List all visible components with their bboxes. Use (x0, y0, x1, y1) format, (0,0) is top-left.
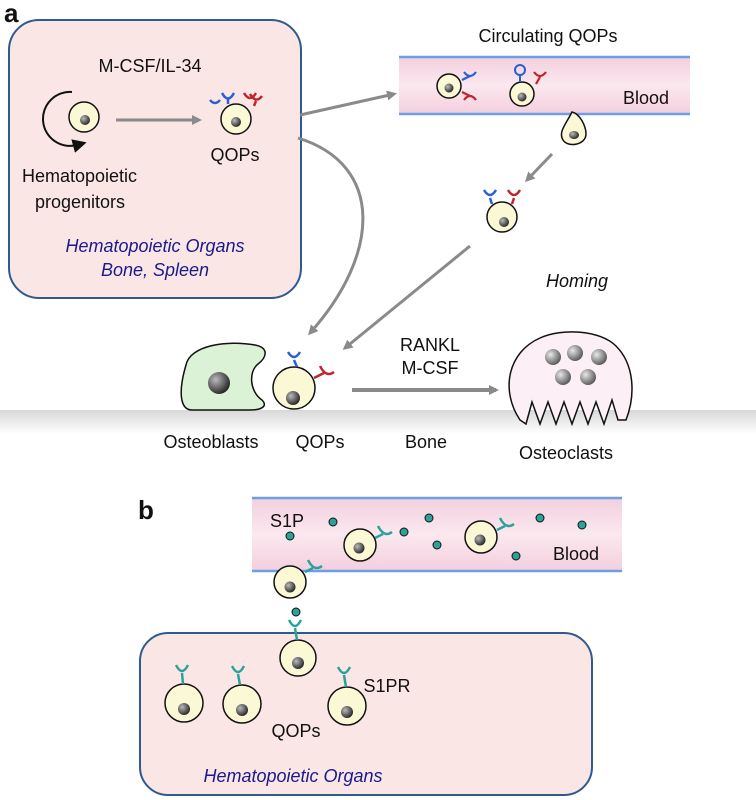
panel-b-label: b (138, 495, 154, 525)
osteoclast-nucleus-icon (567, 345, 583, 361)
transmigrating-cell-icon (560, 111, 587, 146)
blood-vessel-b (252, 498, 622, 571)
osteoblast-nucleus-icon (208, 372, 230, 394)
circulating-qop-cell-b-icon (464, 517, 515, 554)
osteoclasts-label: Osteoclasts (519, 443, 613, 463)
s1p-label: S1P (270, 511, 304, 531)
resident-qop-cell-icon (222, 665, 262, 724)
osteoclast-nucleus-icon (545, 349, 561, 365)
mcsf-label: M-CSF (402, 358, 459, 378)
circulating-qop-cell-icon (509, 64, 547, 107)
circulating-qops-label: Circulating QOPs (478, 26, 617, 46)
qops-label-organ: QOPs (210, 145, 259, 165)
direct-homing-arrow (297, 136, 365, 336)
organ-label-2: Bone, Spleen (101, 260, 209, 280)
progenitors-label-2: progenitors (35, 192, 125, 212)
qops-label-b: QOPs (271, 721, 320, 741)
resident-qop-cell-icon (327, 666, 367, 726)
qop-cell-icon (209, 92, 263, 135)
organ-label-b: Hematopoietic Organs (203, 766, 382, 786)
qops-label-bone: QOPs (295, 432, 344, 452)
extravasation-arrow (524, 152, 554, 183)
circulating-qop-cell-b-icon (343, 525, 393, 562)
homing-label: Homing (546, 271, 608, 291)
circulating-qop-cell-icon (436, 71, 477, 101)
homing-arrow (342, 244, 471, 350)
self-renewal-arrow-icon (42, 90, 87, 153)
osteoblasts-label: Osteoblasts (163, 432, 258, 452)
s1pr-label: S1PR (363, 676, 410, 696)
hematopoietic-organ-box-b (139, 632, 593, 796)
rankl-label: RANKL (400, 335, 460, 355)
osteoclast-nucleus-icon (580, 369, 596, 385)
cytokines-label: M-CSF/IL-34 (98, 56, 201, 76)
bone-surface (0, 410, 756, 434)
s1p-molecules (285, 513, 587, 617)
resident-qop-cell-icon (164, 664, 204, 723)
exiting-qop-cell-icon (279, 619, 317, 677)
organ-label-1: Hematopoietic Organs (65, 236, 244, 256)
homing-qop-cell-icon (482, 189, 522, 233)
progenitors-label-1: Hematopoietic (22, 166, 137, 186)
panel-a-label: a (4, 0, 19, 28)
egress-arrow (299, 90, 397, 117)
osteoclast-nucleus-icon (555, 369, 571, 385)
osteoclast-nucleus-icon (591, 349, 607, 365)
hematopoietic-organ-box-a (8, 19, 302, 299)
blood-label-a: Blood (623, 88, 669, 108)
progenitor-cell-icon (68, 101, 100, 133)
egressing-qop-cell-icon (273, 559, 323, 599)
bone-qop-cell-icon (272, 351, 335, 410)
bone-label: Bone (405, 432, 447, 452)
blood-label-b: Blood (553, 544, 599, 564)
